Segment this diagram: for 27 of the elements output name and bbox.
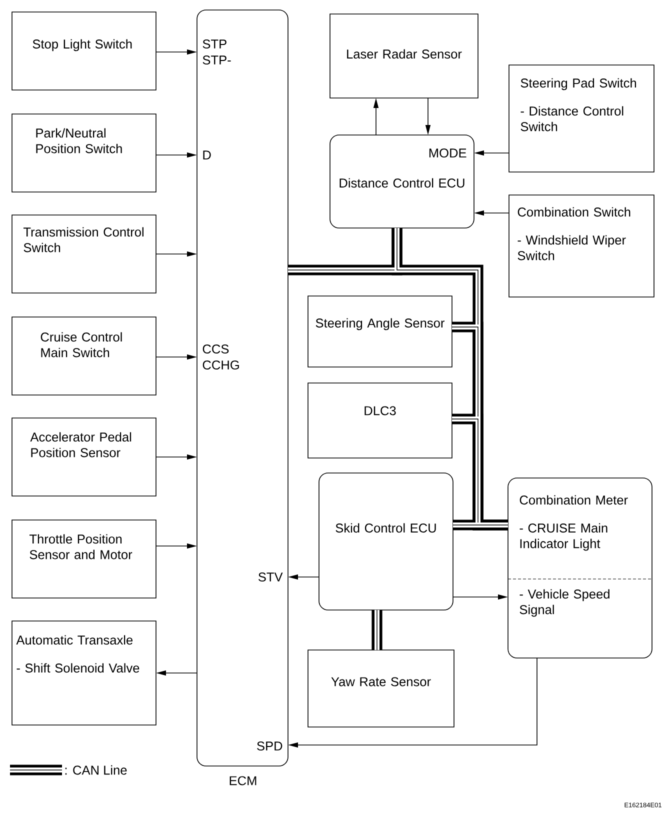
legend-text: : CAN Line: [65, 765, 127, 775]
component-box: Combination Switch - Windshield Wiper Switch: [508, 194, 654, 298]
component-box: Stop Light Switch: [12, 12, 156, 90]
component-box: Steering Angle Sensor: [308, 296, 452, 368]
pin-label: CCS: [202, 344, 229, 354]
component-box: DLC3: [308, 382, 452, 458]
meter-box: Combination Meter - CRUISE Main Indicator Light - Vehicle Speed Signal: [508, 478, 652, 658]
pin-label: STP: [202, 39, 226, 49]
pin-label: D: [203, 150, 211, 160]
component-box: Yaw Rate Sensor: [308, 650, 454, 728]
component-box: Throttle Position Sensor and Motor: [12, 520, 156, 598]
node-label: ECM: [230, 776, 256, 786]
component-box: Cruise Control Main Switch: [12, 316, 156, 396]
pin-label: MODE: [429, 148, 466, 158]
component-box: Steering Pad Switch - Distance Control Switch: [508, 64, 654, 172]
component-box: Automatic Transaxle - Shift Solenoid Valve: [12, 620, 156, 726]
component-box: Accelerator Pedal Position Sensor: [12, 418, 156, 496]
pin-label: STP-: [202, 55, 231, 65]
component-box: Transmission Control Switch: [12, 214, 156, 294]
pin-label: CCHG: [202, 360, 239, 370]
component-box: Park/Neutral Position Switch: [12, 114, 156, 192]
can-bus-line: [452, 520, 508, 530]
component-box: Laser Radar Sensor: [330, 14, 478, 98]
pin-label: STV: [258, 572, 283, 582]
pin-label: SPD: [257, 741, 282, 751]
can-bus-line: [372, 610, 382, 650]
ecu-box: Skid Control ECU: [318, 472, 454, 610]
